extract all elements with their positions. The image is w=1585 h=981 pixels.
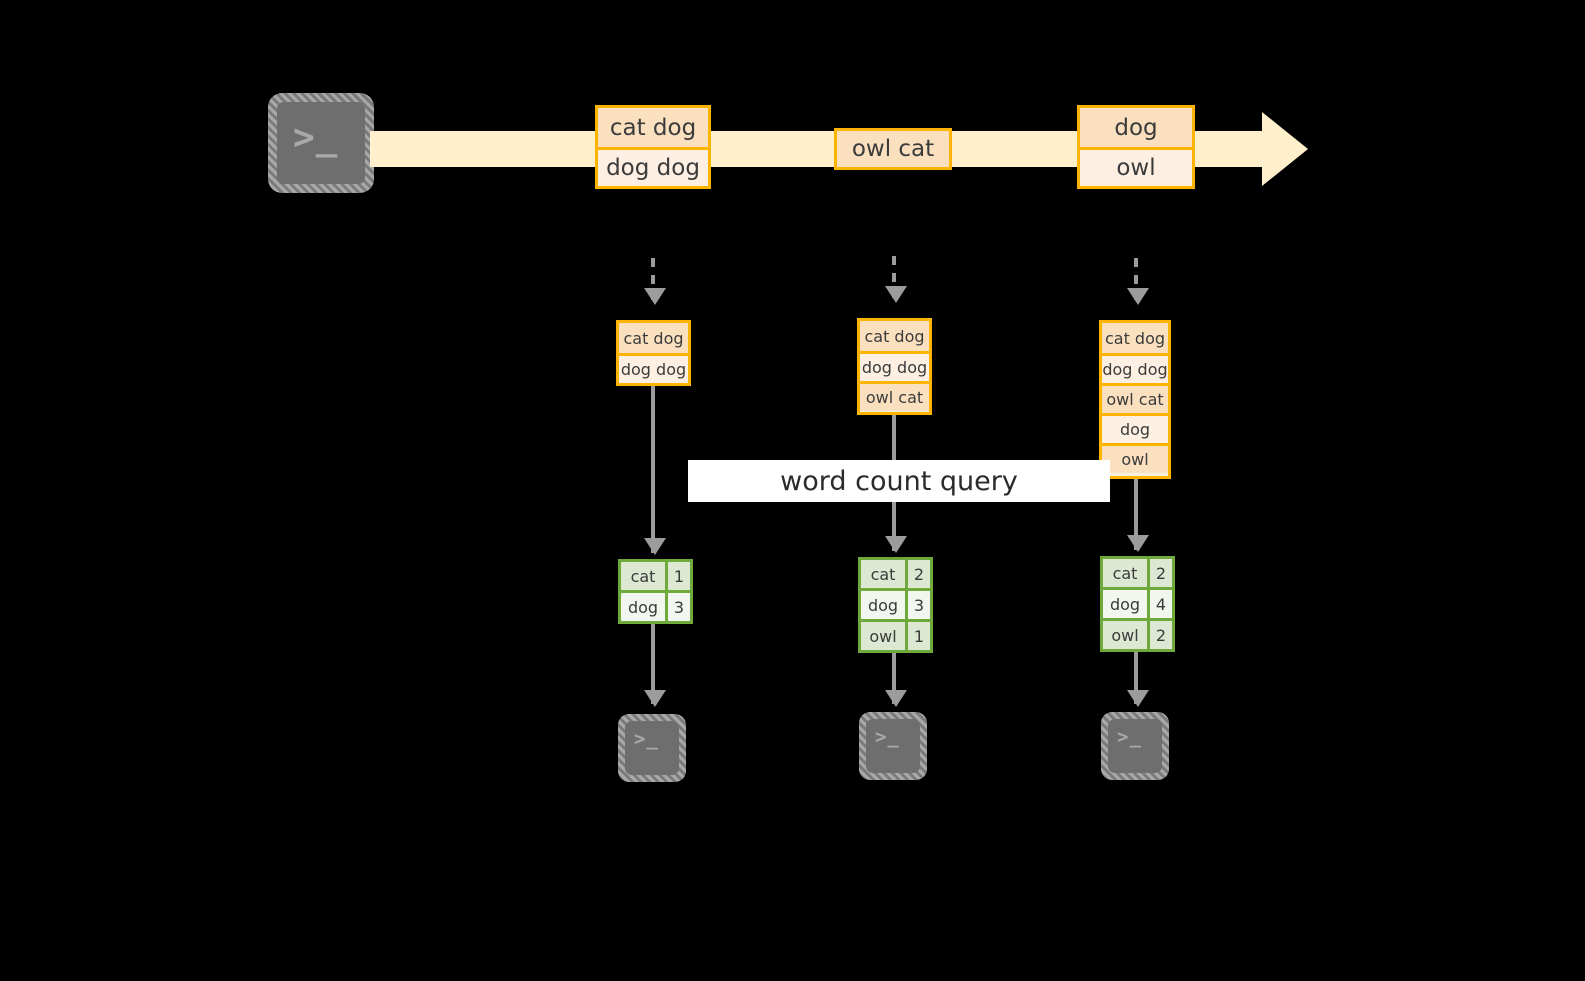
- terminal-screen: [625, 721, 679, 775]
- snapshot-line: dog dog: [619, 353, 688, 383]
- result-count: 2: [1147, 621, 1172, 649]
- result-word: cat: [861, 560, 905, 588]
- stream-record-1: cat dog dog dog: [595, 105, 711, 189]
- table-row: dog 3: [621, 590, 690, 621]
- terminal-prompt-glyph: >_: [875, 726, 900, 748]
- result-word: dog: [861, 591, 905, 619]
- stream-record-line: owl: [1080, 147, 1192, 186]
- table-row: cat 1: [621, 562, 690, 590]
- terminal-screen: [277, 102, 365, 184]
- snapshot-tap-arrowhead-3: [1127, 288, 1149, 305]
- result-word: cat: [621, 562, 665, 590]
- query-flow-arrowhead-1: [644, 538, 666, 555]
- consumer-terminal-icon-1: >_: [618, 714, 686, 782]
- snapshot-3: cat dog dog dog owl cat dog owl: [1099, 320, 1171, 479]
- stream-record-2: owl cat: [834, 128, 952, 170]
- result-count: 3: [905, 591, 930, 619]
- output-flow-arrowhead-1: [644, 690, 666, 707]
- query-flow-line-3: [1134, 479, 1138, 550]
- query-label-band: word count query: [688, 460, 1110, 502]
- result-word: owl: [861, 622, 905, 650]
- output-flow-line-1: [651, 620, 655, 704]
- output-flow-arrowhead-3: [1127, 690, 1149, 707]
- result-word: owl: [1103, 621, 1147, 649]
- table-row: owl 2: [1103, 618, 1172, 649]
- result-count: 3: [665, 593, 690, 621]
- terminal-prompt-glyph: >_: [293, 117, 339, 158]
- query-label: word count query: [780, 465, 1018, 497]
- producer-terminal-icon: >_: [268, 93, 374, 193]
- result-count: 4: [1147, 590, 1172, 618]
- stream-record-line: cat dog: [598, 108, 708, 147]
- query-flow-line-1: [651, 386, 655, 553]
- snapshot-line: dog: [1102, 413, 1168, 443]
- output-flow-arrowhead-2: [885, 690, 907, 707]
- terminal-screen: [1108, 719, 1162, 773]
- table-row: owl 1: [861, 619, 930, 650]
- terminal-prompt-glyph: >_: [1117, 726, 1142, 748]
- table-row: cat 2: [1103, 559, 1172, 587]
- snapshot-line: owl: [1102, 443, 1168, 473]
- snapshot-line: dog dog: [860, 351, 929, 381]
- stream-record-line: owl cat: [837, 131, 949, 167]
- table-row: cat 2: [861, 560, 930, 588]
- output-flow-line-3: [1134, 648, 1138, 704]
- snapshot-1: cat dog dog dog: [616, 320, 691, 386]
- stream-record-line: dog: [1080, 108, 1192, 147]
- snapshot-tap-arrowhead-1: [644, 288, 666, 305]
- result-word: dog: [1103, 590, 1147, 618]
- snapshot-2: cat dog dog dog owl cat: [857, 318, 932, 415]
- terminal-screen: [866, 719, 920, 773]
- consumer-terminal-icon-2: >_: [859, 712, 927, 780]
- result-word: dog: [621, 593, 665, 621]
- table-row: dog 3: [861, 588, 930, 619]
- result-word: cat: [1103, 559, 1147, 587]
- result-count: 1: [905, 622, 930, 650]
- table-row: dog 4: [1103, 587, 1172, 618]
- snapshot-line: dog dog: [1102, 353, 1168, 383]
- result-count: 1: [665, 562, 690, 590]
- stream-record-3: dog owl: [1077, 105, 1195, 189]
- output-flow-line-2: [892, 649, 896, 704]
- consumer-terminal-icon-3: >_: [1101, 712, 1169, 780]
- event-stream-arrow-head: [1262, 112, 1308, 186]
- query-flow-arrowhead-2: [885, 536, 907, 553]
- stream-record-line: dog dog: [598, 147, 708, 186]
- result-count: 2: [905, 560, 930, 588]
- result-table-3: cat 2 dog 4 owl 2: [1100, 556, 1175, 652]
- result-count: 2: [1147, 559, 1172, 587]
- snapshot-tap-arrowhead-2: [885, 286, 907, 303]
- query-flow-arrowhead-3: [1127, 535, 1149, 552]
- result-table-1: cat 1 dog 3: [618, 559, 693, 624]
- snapshot-tap-line-3: [1134, 258, 1138, 300]
- snapshot-line: owl cat: [1102, 383, 1168, 413]
- snapshot-tap-line-1: [651, 258, 655, 300]
- snapshot-line: owl cat: [860, 381, 929, 411]
- snapshot-tap-line-2: [892, 256, 896, 298]
- terminal-prompt-glyph: >_: [634, 728, 659, 750]
- snapshot-line: cat dog: [1102, 323, 1168, 353]
- snapshot-line: cat dog: [619, 323, 688, 353]
- result-table-2: cat 2 dog 3 owl 1: [858, 557, 933, 653]
- snapshot-line: cat dog: [860, 321, 929, 351]
